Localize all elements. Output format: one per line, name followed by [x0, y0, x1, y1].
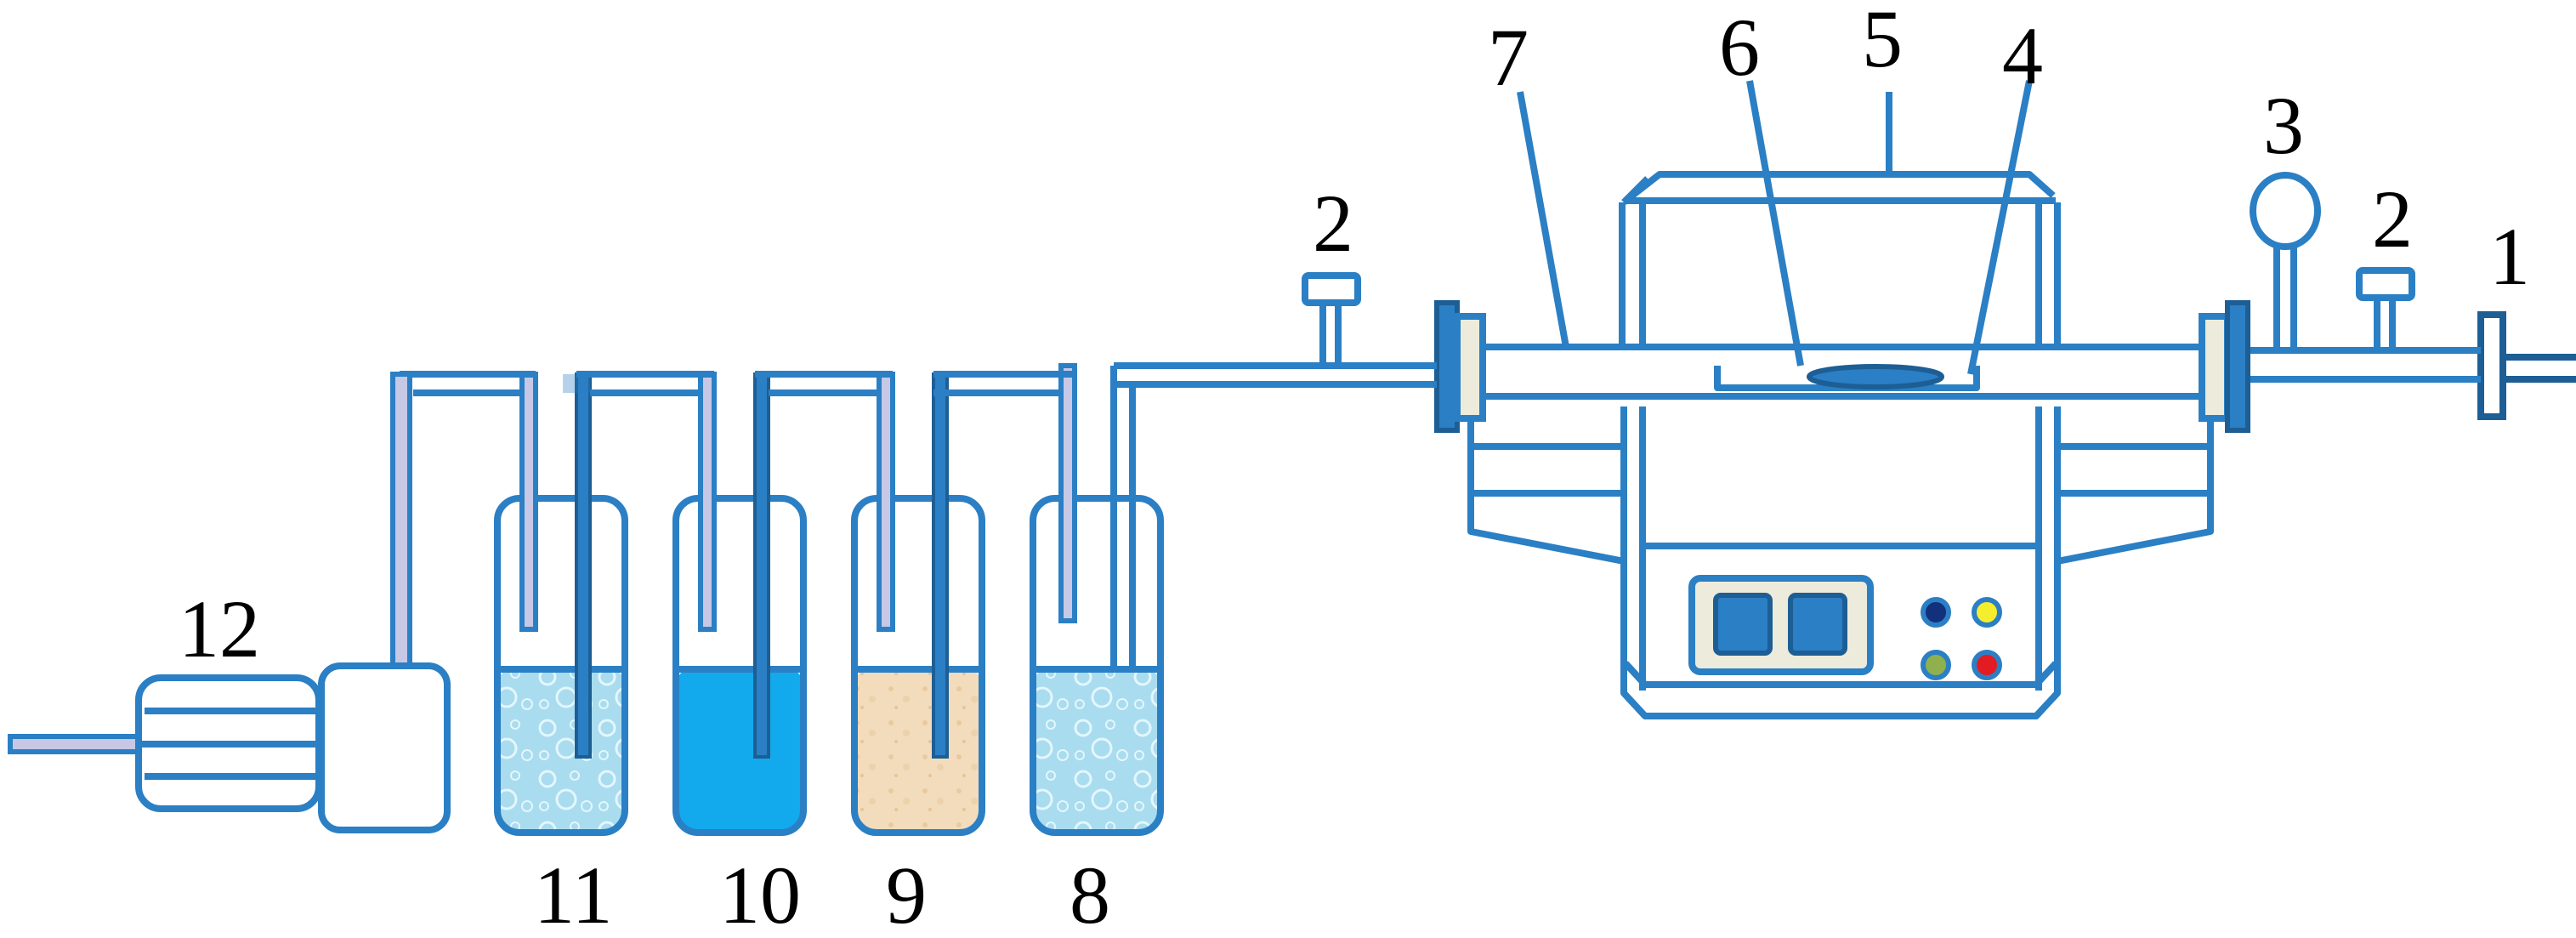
valve-left — [1302, 272, 1361, 366]
label-2-right: 2 — [2372, 173, 2413, 264]
bottle-9 — [851, 372, 985, 836]
valve-right — [2356, 267, 2415, 350]
label-2-left: 2 — [1313, 178, 1353, 269]
label-12: 12 — [179, 583, 260, 674]
label-5: 5 — [1862, 0, 1903, 84]
vacuum-pump — [8, 372, 451, 833]
quartz-tube — [1478, 344, 2202, 400]
label-9: 9 — [886, 850, 927, 938]
label-10: 10 — [719, 850, 801, 938]
leader-lines — [1517, 80, 2033, 375]
sample-boat — [1714, 364, 1980, 391]
flange-right — [2199, 300, 2250, 433]
bottle-8 — [1030, 363, 1164, 836]
flange-left — [1434, 300, 1486, 433]
inlet-pipe — [2217, 347, 2481, 383]
inlet-valve — [2477, 311, 2576, 420]
label-4: 4 — [2002, 10, 2043, 101]
bottle-connectors — [400, 371, 1075, 396]
label-3: 3 — [2263, 80, 2304, 171]
bottle-10 — [672, 372, 807, 836]
bottle-11 — [494, 372, 628, 836]
label-7: 7 — [1488, 12, 1529, 103]
label-1: 1 — [2489, 211, 2530, 302]
label-6: 6 — [1719, 2, 1760, 93]
tube-furnace — [1467, 171, 2214, 719]
label-8: 8 — [1070, 850, 1110, 938]
pressure-gauge — [2250, 172, 2321, 350]
label-11: 11 — [534, 850, 612, 938]
